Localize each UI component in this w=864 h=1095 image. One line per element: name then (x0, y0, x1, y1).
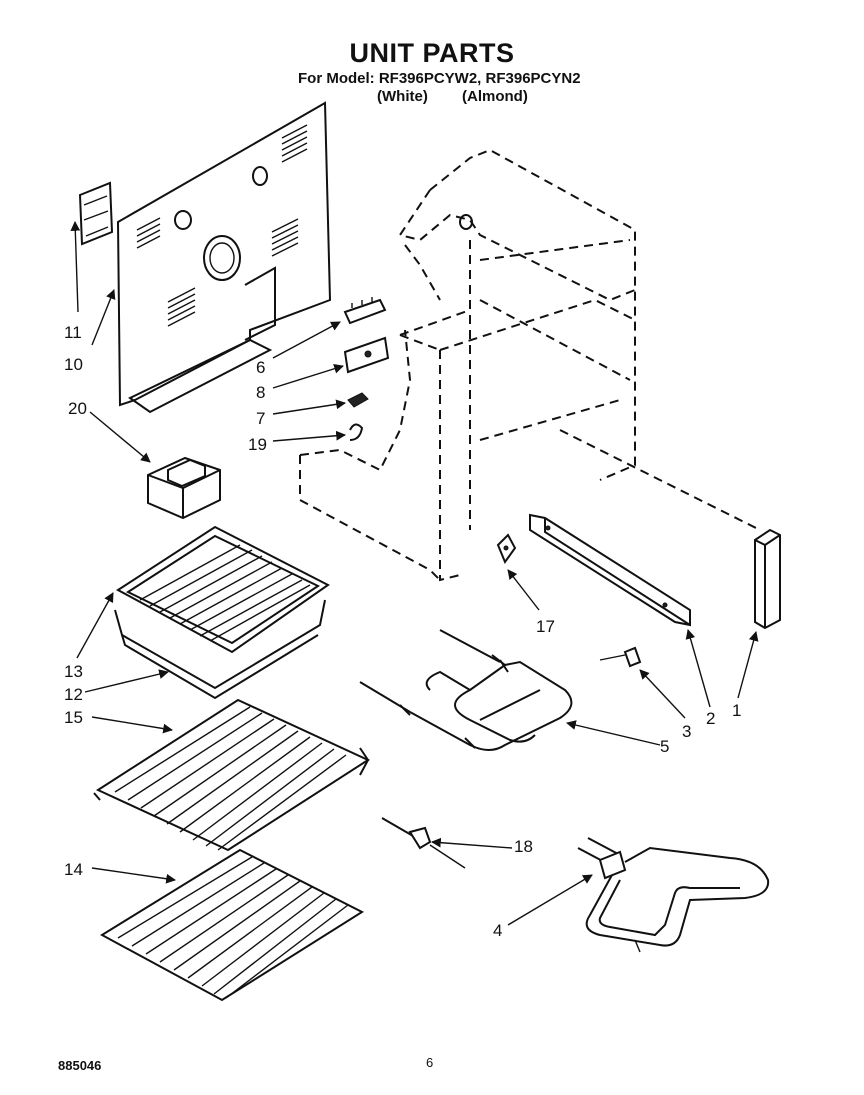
part-14-oven-rack (100, 848, 365, 1002)
callout-13: 13 (64, 662, 83, 681)
part-17-bracket (496, 533, 517, 565)
part-10-back-panel (116, 101, 332, 414)
color-almond-label: (Almond) (462, 88, 528, 105)
callout-8: 8 (256, 383, 265, 402)
callout-18: 18 (514, 837, 533, 856)
callout-14: 14 (64, 860, 83, 879)
part-3-clip (599, 646, 642, 668)
page-title: UNIT PARTS (349, 38, 515, 68)
color-white-label: (White) (377, 88, 428, 105)
callout-2: 2 (706, 709, 715, 728)
part-5-broil-element (359, 629, 573, 751)
callout-10: 10 (64, 355, 83, 374)
part-8-switch-plate (343, 336, 390, 374)
part-20-box (147, 456, 221, 520)
part-11-gasket (78, 181, 114, 246)
part-13-broiler-grid (116, 525, 330, 654)
callout-17: 17 (536, 617, 555, 636)
callout-7: 7 (256, 409, 265, 428)
callout-1: 1 (732, 701, 741, 720)
part-18-temperature-sensor (381, 817, 466, 869)
part-19-wire-clip (349, 423, 364, 441)
callout-4: 4 (493, 921, 502, 940)
part-7-clip (347, 392, 369, 408)
part-15-oven-rack (93, 698, 371, 852)
callout-20: 20 (68, 399, 87, 418)
part-4-bake-element (577, 837, 770, 953)
callout-leaders (70, 221, 759, 926)
callout-3: 3 (682, 722, 691, 741)
part-2-side-rail (529, 513, 691, 627)
callout-11: 11 (64, 323, 82, 342)
page-number: 6 (426, 1055, 434, 1070)
model-line: For Model: RF396PCYW2, RF396PCYN2 (298, 70, 581, 87)
oven-cabinet-outline (299, 148, 761, 582)
callout-12: 12 (64, 685, 83, 704)
callout-6: 6 (256, 358, 265, 377)
part-1-end-panel (754, 528, 781, 630)
callout-5: 5 (660, 737, 669, 756)
callout-19: 19 (248, 435, 267, 454)
part-6-bracket (343, 297, 387, 325)
document-number: 885046 (58, 1058, 102, 1073)
callout-labels: 11 10 6 8 7 19 20 13 12 15 14 17 1 2 3 5… (64, 323, 741, 940)
callout-15: 15 (64, 708, 83, 727)
part-12-broiler-pan (114, 599, 326, 700)
